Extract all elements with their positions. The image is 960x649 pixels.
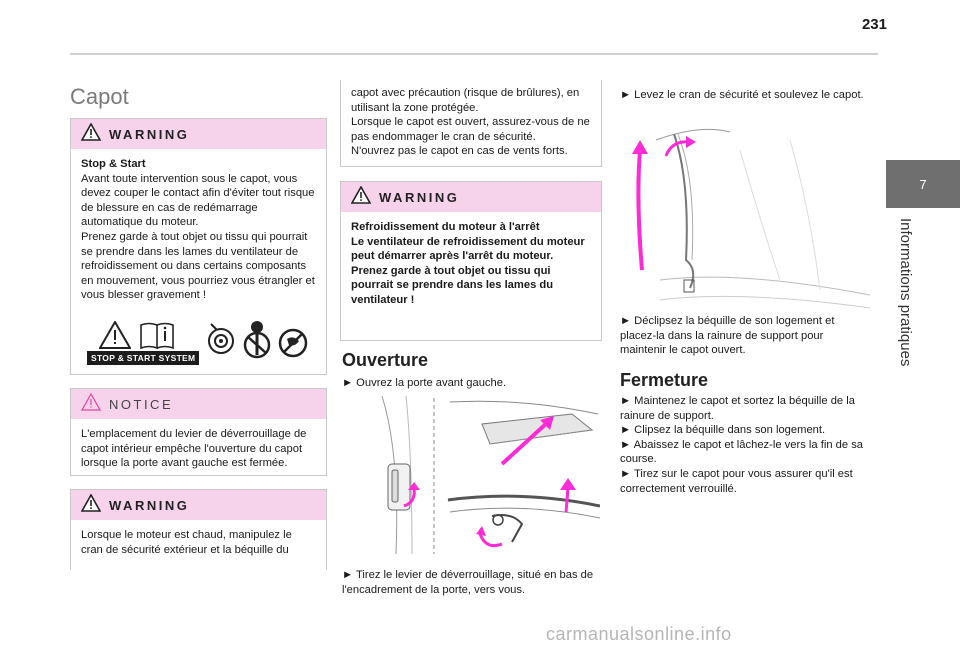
warning-triangle-icon <box>80 492 102 517</box>
chapter-tab[interactable]: 7 <box>886 160 960 208</box>
warning-header: WARNING <box>341 182 601 212</box>
warning-heading: Stop & Start <box>81 158 146 170</box>
hazard-triangle-icon <box>99 321 131 349</box>
warning-box-cooling: WARNING Refroidissement du moteur à l'ar… <box>340 181 602 341</box>
warning-triangle-icon <box>80 121 102 146</box>
header-rule <box>70 53 878 55</box>
notice-header: NOTICE <box>71 389 326 419</box>
warning-header: WARNING <box>71 119 326 149</box>
warning-text: Avant toute intervention sous le capot, … <box>81 172 315 302</box>
section-heading-fermeture: Fermeture <box>620 370 709 390</box>
warning-label: WARNING <box>109 497 190 513</box>
notice-box: NOTICE L'emplacement du levier de déverr… <box>70 388 327 476</box>
warning-text: Refroidissement du moteur à l'arrêt Le v… <box>351 221 585 306</box>
stop-start-banner: STOP & START SYSTEM <box>87 351 200 365</box>
warning-label: WARNING <box>109 126 190 142</box>
page-number: 231 <box>861 16 887 33</box>
section-title-capot: Capot <box>70 84 129 109</box>
watermark: carmanualsonline.info <box>546 624 732 644</box>
warning-box-stop-start: WARNING Stop & Start Avant toute interve… <box>70 118 327 375</box>
no-hair-icon <box>243 321 271 359</box>
notice-text: L'emplacement du levier de déverrouillag… <box>81 428 307 470</box>
step-pull-lever: ► Tirez le levier de déverrouillage, sit… <box>342 569 594 596</box>
chapter-number: 7 <box>919 176 927 192</box>
step-lift-hood: ► Levez le cran de sécurité et soulevez … <box>620 89 864 101</box>
illustration-release-lever <box>372 394 601 556</box>
manual-book-icon <box>140 322 174 349</box>
section-heading-ouverture: Ouverture <box>342 350 429 370</box>
warning-triangle-icon <box>350 184 372 209</box>
warning-box-hot-engine: WARNING Lorsque le moteur est chaud, man… <box>70 489 327 570</box>
fan-icon <box>208 323 234 354</box>
closing-steps: ► Maintenez le capot et sortez la béquil… <box>620 395 864 495</box>
stop-start-icon-strip: STOP & START SYSTEM <box>87 319 315 365</box>
warning-text: Lorsque le moteur est chaud, manipulez l… <box>81 529 292 556</box>
warning-continuation: capot avec précaution (risque de brûlure… <box>340 80 602 167</box>
continuation-text: capot avec précaution (risque de brûlure… <box>351 87 590 158</box>
illustration-hood-prop <box>620 120 872 310</box>
warning-label: WARNING <box>379 189 460 205</box>
step-place-prop: ► Déclipsez la béquille de son logement … <box>620 315 835 357</box>
notice-label: NOTICE <box>109 396 174 412</box>
step-open-door: ► Ouvrez la porte avant gauche. <box>342 377 507 389</box>
chapter-title: Informations pratiques <box>897 218 914 367</box>
warning-header: WARNING <box>71 490 326 520</box>
notice-triangle-icon <box>80 392 102 416</box>
fan-no-scarf-icon <box>278 328 308 358</box>
